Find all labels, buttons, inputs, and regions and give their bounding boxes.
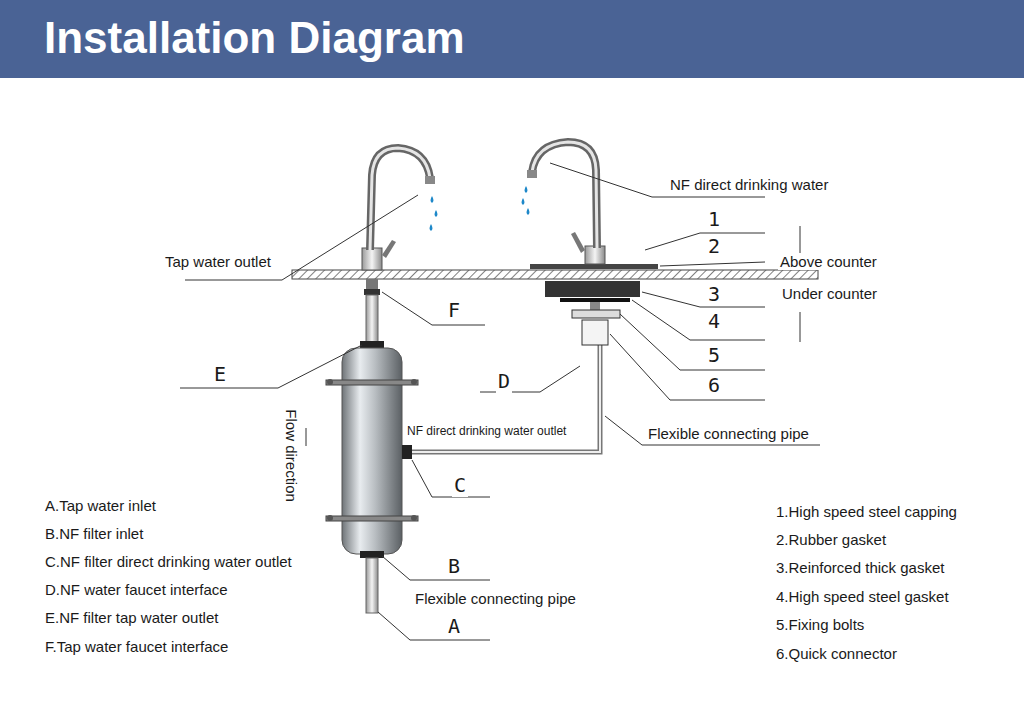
tap-water-faucet [362,148,438,345]
part-label: NF direct drinking water [668,176,830,193]
callout-letter: F [446,299,462,322]
part-label: Flexible connecting pipe [413,590,578,607]
callout-letter: D [496,370,512,393]
nf-faucet [522,142,659,345]
legend-item: B.NF filter inlet [43,525,145,542]
callout-number: 1 [706,208,722,231]
legend-item: 1.High speed steel capping [774,503,959,520]
legend-item: 3.Reinforced thick gasket [774,559,946,576]
counter-hatch [292,270,818,279]
legend-item: D.NF water faucet interface [43,581,230,598]
counter-top [292,270,818,279]
legend-item: C.NF filter direct drinking water outlet [43,553,294,570]
legend-item: F.Tap water faucet interface [43,638,230,655]
port-label: NF direct drinking water outlet [405,425,568,439]
legend-item: A.Tap water inlet [43,497,158,514]
callout-number: 2 [706,235,722,258]
legend-item: 4.High speed steel gasket [774,588,951,605]
callout-letter: C [452,474,468,497]
nf-filter-housing [326,341,418,613]
callout-letter: E [212,363,228,386]
page-title: Installation Diagram [44,12,465,65]
callout-letter: B [446,555,462,578]
callout-number: 4 [706,310,722,333]
callout-letter: A [446,615,462,638]
zone-label: Under counter [780,285,879,302]
legend-item: E.NF filter tap water outlet [43,609,220,626]
flow-direction-label: Flow direction [283,407,300,504]
zone-label: Above counter [778,253,879,270]
legend-item: 6.Quick connector [774,645,899,662]
callout-number: 5 [706,344,722,367]
legend-item: 2.Rubber gasket [774,531,888,548]
part-label: Flexible connecting pipe [646,425,811,442]
callout-number: 6 [706,374,722,397]
part-label: Tap water outlet [163,253,273,270]
callout-number: 3 [706,283,722,306]
legend-item: 5.Fixing bolts [774,616,866,633]
